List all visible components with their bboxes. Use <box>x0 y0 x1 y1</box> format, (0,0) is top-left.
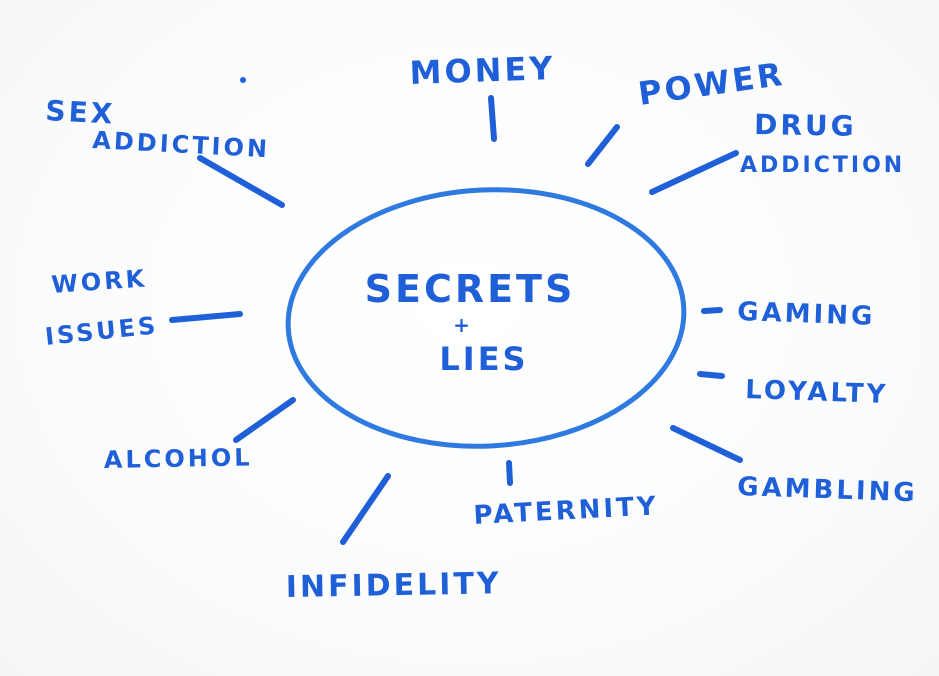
connector-power <box>585 124 620 167</box>
connector-money <box>488 95 497 142</box>
label-power: POWER <box>636 55 787 113</box>
connector-gambling <box>670 425 743 463</box>
label-loyalty: LOYALTY <box>745 375 889 410</box>
connector-work-issues <box>169 311 243 323</box>
label-gambling: GAMBLING <box>737 472 918 508</box>
center-title-secrets: SECRETS <box>365 267 576 311</box>
connector-alcohol <box>233 397 296 443</box>
connector-gaming <box>701 307 723 314</box>
label-sex-addiction: ADDICTION <box>92 126 271 163</box>
label-sex: SEX <box>45 94 117 131</box>
label-work-issues: ISSUES <box>44 311 160 351</box>
center-plus-sign: + <box>453 313 473 337</box>
label-drug-addiction: ADDICTION <box>740 153 905 178</box>
ink-dot <box>240 77 246 83</box>
connector-loyalty <box>697 371 725 379</box>
label-money: MONEY <box>409 49 556 92</box>
label-alcohol: ALCOHOL <box>104 443 253 474</box>
connector-sex-addiction <box>197 155 285 208</box>
connector-paternity <box>506 460 513 486</box>
label-paternity: PATERNITY <box>473 491 660 531</box>
label-infidelity: INFIDELITY <box>286 566 502 605</box>
center-ellipse <box>285 187 687 449</box>
connector-infidelity <box>340 473 391 545</box>
label-drug: DRUG <box>754 108 857 143</box>
label-gaming: GAMING <box>737 297 876 332</box>
label-work: WORK <box>50 264 148 299</box>
center-title-lies: LIES <box>439 340 528 378</box>
connector-drug-addiction <box>649 150 739 195</box>
